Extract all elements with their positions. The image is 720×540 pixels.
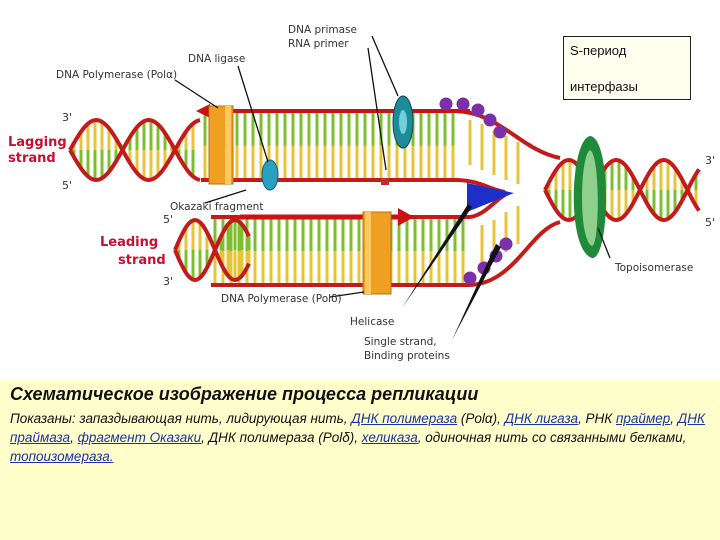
ssb-protein <box>499 237 513 251</box>
s-period-line1: S-период <box>570 43 627 58</box>
topoisomerase-inner <box>582 150 598 246</box>
label-rna-primer: RNA primer <box>288 38 349 50</box>
label-single-strand-binding: Single strand,Binding proteins <box>364 336 450 362</box>
lagging-arrowhead <box>196 104 210 118</box>
label-dna-ligase: DNA ligase <box>188 53 245 65</box>
end-lagging-top: 3' <box>62 111 72 124</box>
dna-ligase-shape <box>261 159 279 191</box>
caption-text: , <box>670 411 678 426</box>
link-primer[interactable]: праймер <box>615 411 671 426</box>
caption-body: Показаны: запаздывающая нить, лидирующая… <box>10 409 714 466</box>
parental-helix-strand-a <box>543 157 701 223</box>
fork-arm-bottom <box>469 220 561 287</box>
caption-title: Схематическое изображение процесса репли… <box>10 384 479 404</box>
pointer-topoisomerase <box>597 227 611 259</box>
caption-text: , РНК <box>578 411 616 426</box>
parental-helix-strand-b <box>543 157 701 223</box>
label-helicase: Helicase <box>350 316 394 328</box>
caption-text: (Polα), <box>457 411 505 426</box>
pointer-primer <box>367 47 387 171</box>
ssb-protein <box>493 125 507 139</box>
end-leading-bottom: 3' <box>163 275 173 288</box>
link-dna-polymerase[interactable]: ДНК полимераза <box>351 411 458 426</box>
label-topoisomerase: Topoisomerase <box>614 262 693 274</box>
end-leading-top: 5' <box>163 213 173 226</box>
link-topoisomerase[interactable]: топоизомераза. <box>10 449 114 464</box>
s-period-box: S-период интерфазы <box>563 36 691 100</box>
leading-arrowhead <box>398 208 414 226</box>
label-dna-polymerase-alpha: DNA Polymerase (Polα) <box>56 69 177 81</box>
caption-text: , <box>70 430 78 445</box>
proteins <box>208 95 606 295</box>
pointer-okazaki <box>204 189 247 204</box>
pointer-polymerase-alpha <box>174 79 219 109</box>
link-dna-ligase[interactable]: ДНК лигаза <box>504 411 579 426</box>
polymerase-alpha-highlight <box>225 106 231 184</box>
backbones <box>68 109 701 287</box>
link-helicase[interactable]: хеликаза <box>361 430 418 445</box>
primase-hole <box>399 110 407 134</box>
pointer-primase <box>371 35 399 97</box>
label-dna-polymerase-delta: DNA Polymerase (Polδ) <box>221 293 342 305</box>
caption-text: Показаны: запаздывающая нить, лидирующая… <box>10 411 352 426</box>
caption: Схематическое изображение процесса репли… <box>10 384 714 466</box>
leading-helix-strand-b <box>173 217 251 283</box>
link-okazaki-fragment[interactable]: фрагмент Оказаки <box>77 430 202 445</box>
label-okazaki-fragment: Okazaki fragment <box>170 201 263 213</box>
pointer-helicase <box>402 204 472 308</box>
ssb-protein <box>439 97 453 111</box>
base-pairs <box>72 111 698 285</box>
end-right-top: 3' <box>705 154 715 167</box>
leading-helix-strand-a <box>173 217 251 283</box>
label-dna-primase: DNA primase <box>288 24 357 36</box>
lagging-helix-strand-a <box>68 117 201 183</box>
polymerase-delta-highlight <box>365 212 371 294</box>
caption-text: , одиночная нить со связанными белками, <box>417 430 687 445</box>
link-dna-primase[interactable]: ДНК праймаза <box>10 411 705 445</box>
helicase-shape <box>467 183 514 212</box>
s-period-line2: интерфазы <box>570 79 638 94</box>
pointer-lines <box>174 35 611 340</box>
caption-text: , ДНК полимераза (Polδ), <box>201 430 362 445</box>
rna-primer-mark <box>381 178 389 185</box>
pointer-polymerase-delta <box>329 291 365 298</box>
ssb-protein <box>463 271 477 285</box>
ssb-protein <box>456 97 470 111</box>
ssb-protein <box>471 103 485 117</box>
ssb-protein <box>483 113 497 127</box>
pointer-ligase <box>237 65 269 163</box>
end-lagging-bottom: 5' <box>62 179 72 192</box>
end-right-bottom: 5' <box>705 216 715 229</box>
lagging-helix-strand-b <box>68 117 201 183</box>
pointer-ssb <box>452 244 501 340</box>
